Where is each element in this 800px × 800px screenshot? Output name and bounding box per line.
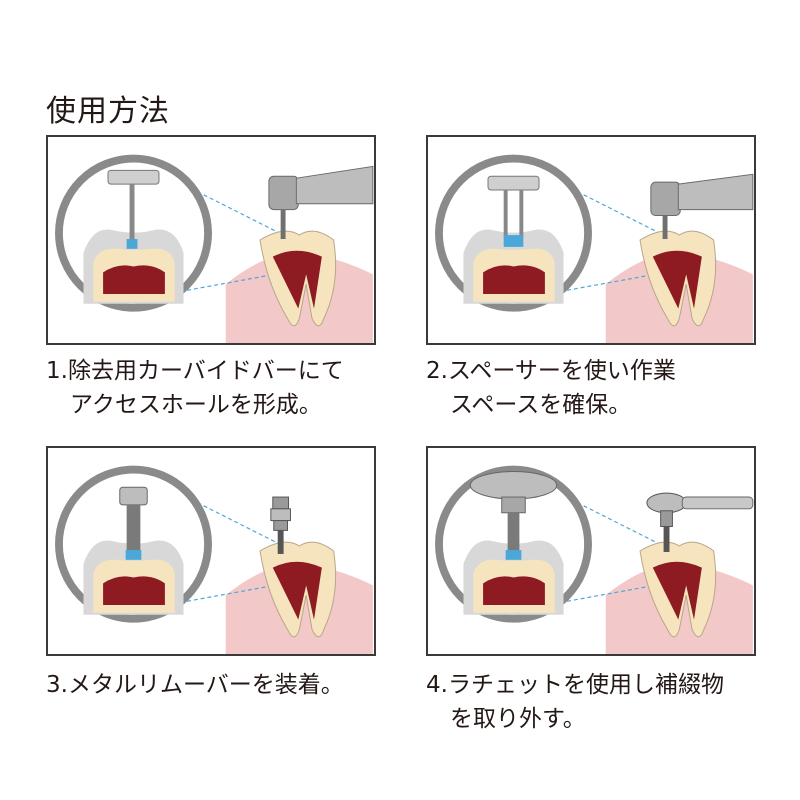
- step-2-illustration: [426, 135, 756, 345]
- metal-remover: [270, 496, 291, 554]
- step-3-illustration: [46, 446, 376, 656]
- magnifier: [435, 465, 592, 623]
- page-title: 使用方法: [46, 94, 170, 129]
- step-1-caption: 1.除去用カーバイドバーにて アクセスホールを形成。: [46, 354, 344, 422]
- zoom-line: [166, 273, 275, 295]
- step-2-number: 2.: [426, 358, 448, 384]
- step-3-number: 3.: [46, 672, 68, 698]
- step-4-illustration: [426, 446, 756, 656]
- step-4-line2: を取り外す。: [450, 706, 586, 732]
- magnifier: [55, 154, 212, 312]
- step-4-number: 4.: [426, 672, 448, 698]
- handpiece: [268, 165, 374, 240]
- step-3-line1: メタルリムーバーを装着。: [67, 672, 344, 698]
- tooth: [639, 230, 717, 327]
- magnifier: [435, 154, 592, 312]
- step-1-number: 1.: [46, 358, 68, 384]
- step-2-caption: 2.スペーサーを使い作業 スペースを確保。: [426, 354, 676, 422]
- step-2-line1: スペーサーを使い作業: [447, 358, 676, 384]
- zoom-line: [546, 584, 655, 606]
- handpiece: [650, 173, 754, 240]
- step-3-svg: [55, 465, 373, 654]
- zoom-line: [166, 584, 275, 606]
- step-2-line2: スペースを確保。: [450, 392, 632, 418]
- tooth: [639, 541, 717, 638]
- step-2-svg: [435, 154, 754, 343]
- step-4-line1: ラチェットを使用し補綴物: [447, 672, 724, 698]
- step-4-caption: 4.ラチェットを使用し補綴物 を取り外す。: [426, 668, 724, 736]
- step-1-line1: 除去用カーバイドバーにて: [67, 358, 344, 384]
- step-1-svg: [55, 154, 374, 343]
- step-1-illustration: [46, 135, 376, 345]
- tooth: [259, 541, 337, 638]
- magnifier: [55, 465, 212, 623]
- zoom-line: [546, 273, 655, 295]
- step-3-caption: 3.メタルリムーバーを装着。: [46, 668, 344, 702]
- ratchet: [646, 492, 754, 552]
- tooth: [259, 230, 337, 327]
- step-4-svg: [435, 465, 754, 654]
- step-1-line2: アクセスホールを形成。: [70, 392, 322, 418]
